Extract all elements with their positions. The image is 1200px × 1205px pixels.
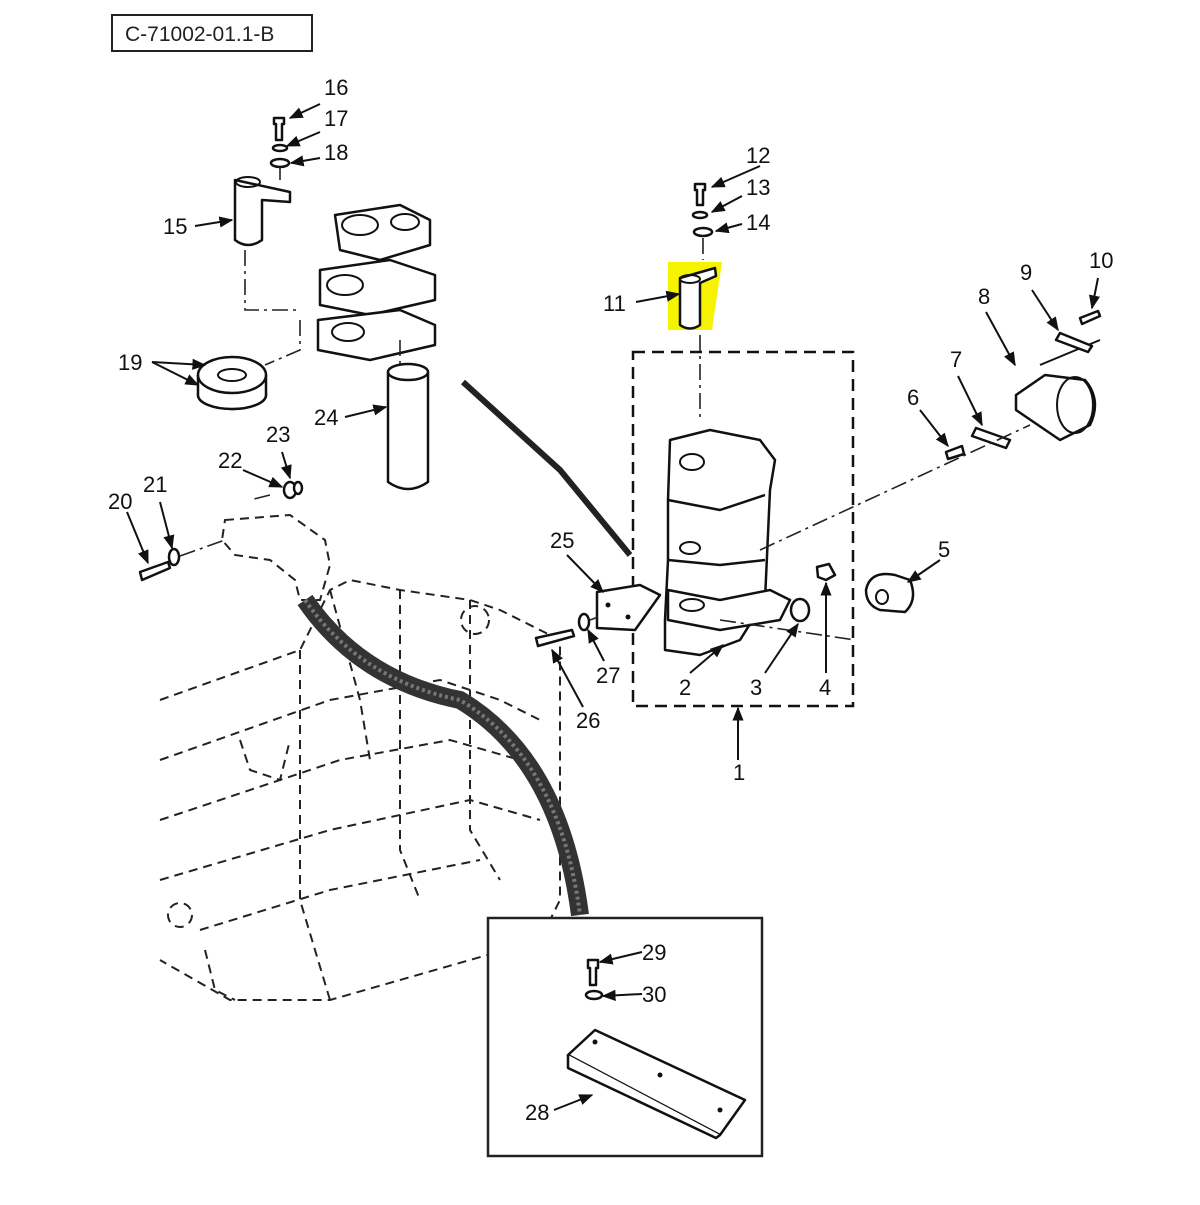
bolt-12-group (691, 182, 714, 260)
pin-24 (386, 362, 430, 491)
callout-25: 25 (550, 528, 574, 553)
callout-22: 22 (218, 448, 242, 473)
bushing-19 (196, 355, 268, 411)
callout-8: 8 (978, 284, 990, 309)
pin-15 (233, 176, 292, 247)
callout-15: 15 (163, 214, 187, 239)
clamp-5 (864, 572, 915, 614)
pivot-bracket-outline (220, 513, 332, 601)
callout-12: 12 (746, 143, 770, 168)
bushing-3 (789, 597, 811, 623)
hydraulic-hose (297, 379, 633, 917)
callout-29: 29 (642, 940, 666, 965)
callout-2: 2 (679, 675, 691, 700)
callout-3: 3 (750, 675, 762, 700)
callout-24: 24 (314, 405, 338, 430)
callout-7: 7 (950, 347, 962, 372)
callout-16: 16 (324, 75, 348, 100)
callout-5: 5 (938, 537, 950, 562)
bolt-20 (138, 539, 226, 582)
upper-knuckle-assembly (244, 203, 437, 370)
pin-11-highlight (668, 262, 722, 420)
cylinder-8 (1014, 339, 1101, 442)
leader-lines (126, 103, 1100, 1111)
callout-18: 18 (324, 140, 348, 165)
callout-21: 21 (143, 472, 167, 497)
pin-7 (970, 426, 1012, 450)
callout-26: 26 (576, 708, 600, 733)
centerline-right (759, 424, 1031, 551)
callout-1: 1 (733, 760, 745, 785)
callout-28: 28 (525, 1100, 549, 1125)
callout-labels: 1 2 3 4 5 6 7 8 9 10 11 12 13 14 15 16 1… (108, 75, 1113, 1125)
callout-4: 4 (819, 675, 831, 700)
drawing-code: C-71002-01.1-B (125, 23, 274, 46)
callout-27: 27 (596, 663, 620, 688)
pin-9 (1054, 331, 1094, 354)
callout-19: 19 (118, 350, 142, 375)
plate-25 (595, 583, 662, 632)
loader-frame-outline (159, 578, 561, 1001)
bolt-6 (944, 444, 966, 461)
grease-fitting-4 (815, 562, 837, 582)
assembly-1-box (631, 350, 855, 708)
bushing-22 (249, 480, 304, 501)
bolt-16-group (269, 116, 291, 180)
callout-14: 14 (746, 210, 770, 235)
callout-11: 11 (603, 291, 626, 316)
callout-9: 9 (1020, 260, 1032, 285)
callout-17: 17 (324, 106, 348, 131)
callout-6: 6 (907, 385, 919, 410)
callout-13: 13 (746, 175, 770, 200)
drawing-code-box: C-71002-01.1-B (111, 14, 313, 52)
plate-28 (566, 1028, 747, 1140)
bolt-26 (534, 612, 599, 648)
bolt-10 (1078, 309, 1102, 326)
callout-20: 20 (108, 489, 132, 514)
callout-10: 10 (1089, 248, 1113, 273)
callout-30: 30 (642, 982, 666, 1007)
callout-23: 23 (266, 422, 290, 447)
